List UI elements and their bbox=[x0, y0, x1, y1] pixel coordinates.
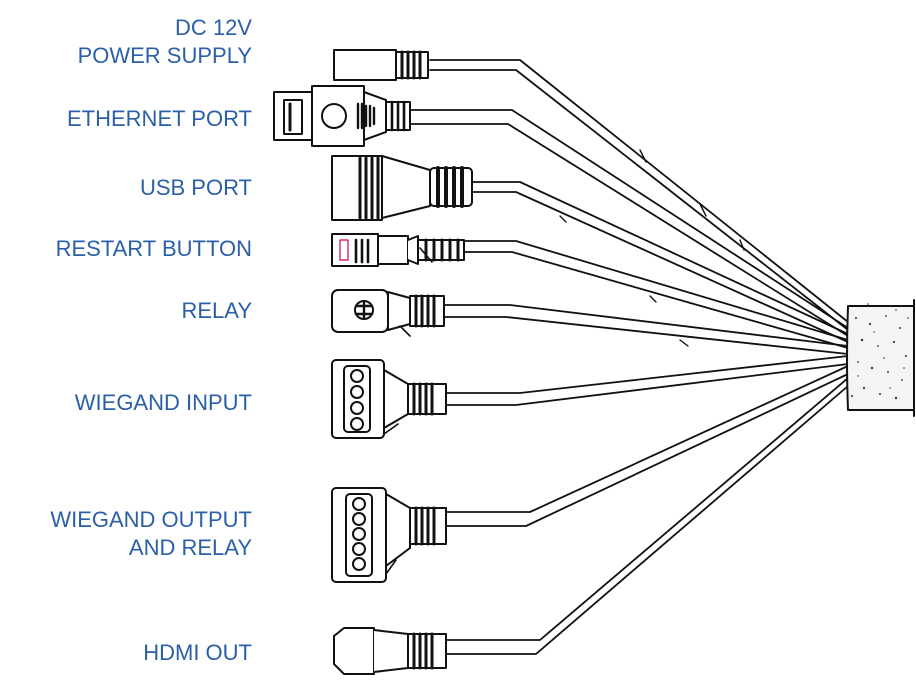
cable-usb bbox=[471, 181, 849, 343]
label-hdmi: HDMI OUT bbox=[143, 640, 252, 665]
cable-dc-power bbox=[429, 59, 849, 331]
cable-ethernet bbox=[409, 109, 849, 337]
label-relay: RELAY bbox=[181, 298, 252, 323]
label-usb: USB PORT bbox=[139, 175, 252, 200]
label-wiegand-input: WIEGAND INPUT bbox=[74, 390, 252, 415]
label-ethernet: ETHERNET PORT bbox=[67, 106, 252, 131]
label-wiegand-output-line2: AND RELAY bbox=[128, 535, 252, 560]
ethernet-connector bbox=[273, 85, 411, 147]
label-dc-power-line1: DC 12V bbox=[174, 15, 252, 40]
cables bbox=[409, 59, 849, 655]
cable-wiegand-input bbox=[444, 355, 849, 406]
bundle-texture bbox=[851, 303, 909, 400]
cable-relay bbox=[444, 304, 849, 355]
cable-ticks bbox=[559, 149, 745, 347]
restart-button-connector bbox=[331, 233, 465, 267]
label-restart: RESTART BUTTON bbox=[55, 236, 252, 261]
label-wiegand-output: WIEGAND OUTPUT AND RELAY bbox=[50, 506, 252, 562]
cable-hdmi bbox=[444, 377, 849, 655]
label-wiegand-output-line1: WIEGAND OUTPUT bbox=[50, 507, 252, 532]
cable-wiegand-output bbox=[444, 365, 849, 527]
cable-restart bbox=[464, 240, 849, 349]
wiegand-output-connector bbox=[331, 487, 447, 583]
dc-power-connector bbox=[333, 49, 429, 81]
cable-bundle bbox=[846, 299, 915, 417]
label-dc-power-line2: POWER SUPPLY bbox=[77, 43, 252, 68]
usb-connector bbox=[331, 155, 473, 221]
wiegand-input-connector bbox=[331, 359, 447, 439]
hdmi-connector bbox=[333, 627, 447, 675]
label-dc-power: DC 12V POWER SUPPLY bbox=[78, 14, 252, 70]
relay-connector bbox=[331, 289, 445, 337]
